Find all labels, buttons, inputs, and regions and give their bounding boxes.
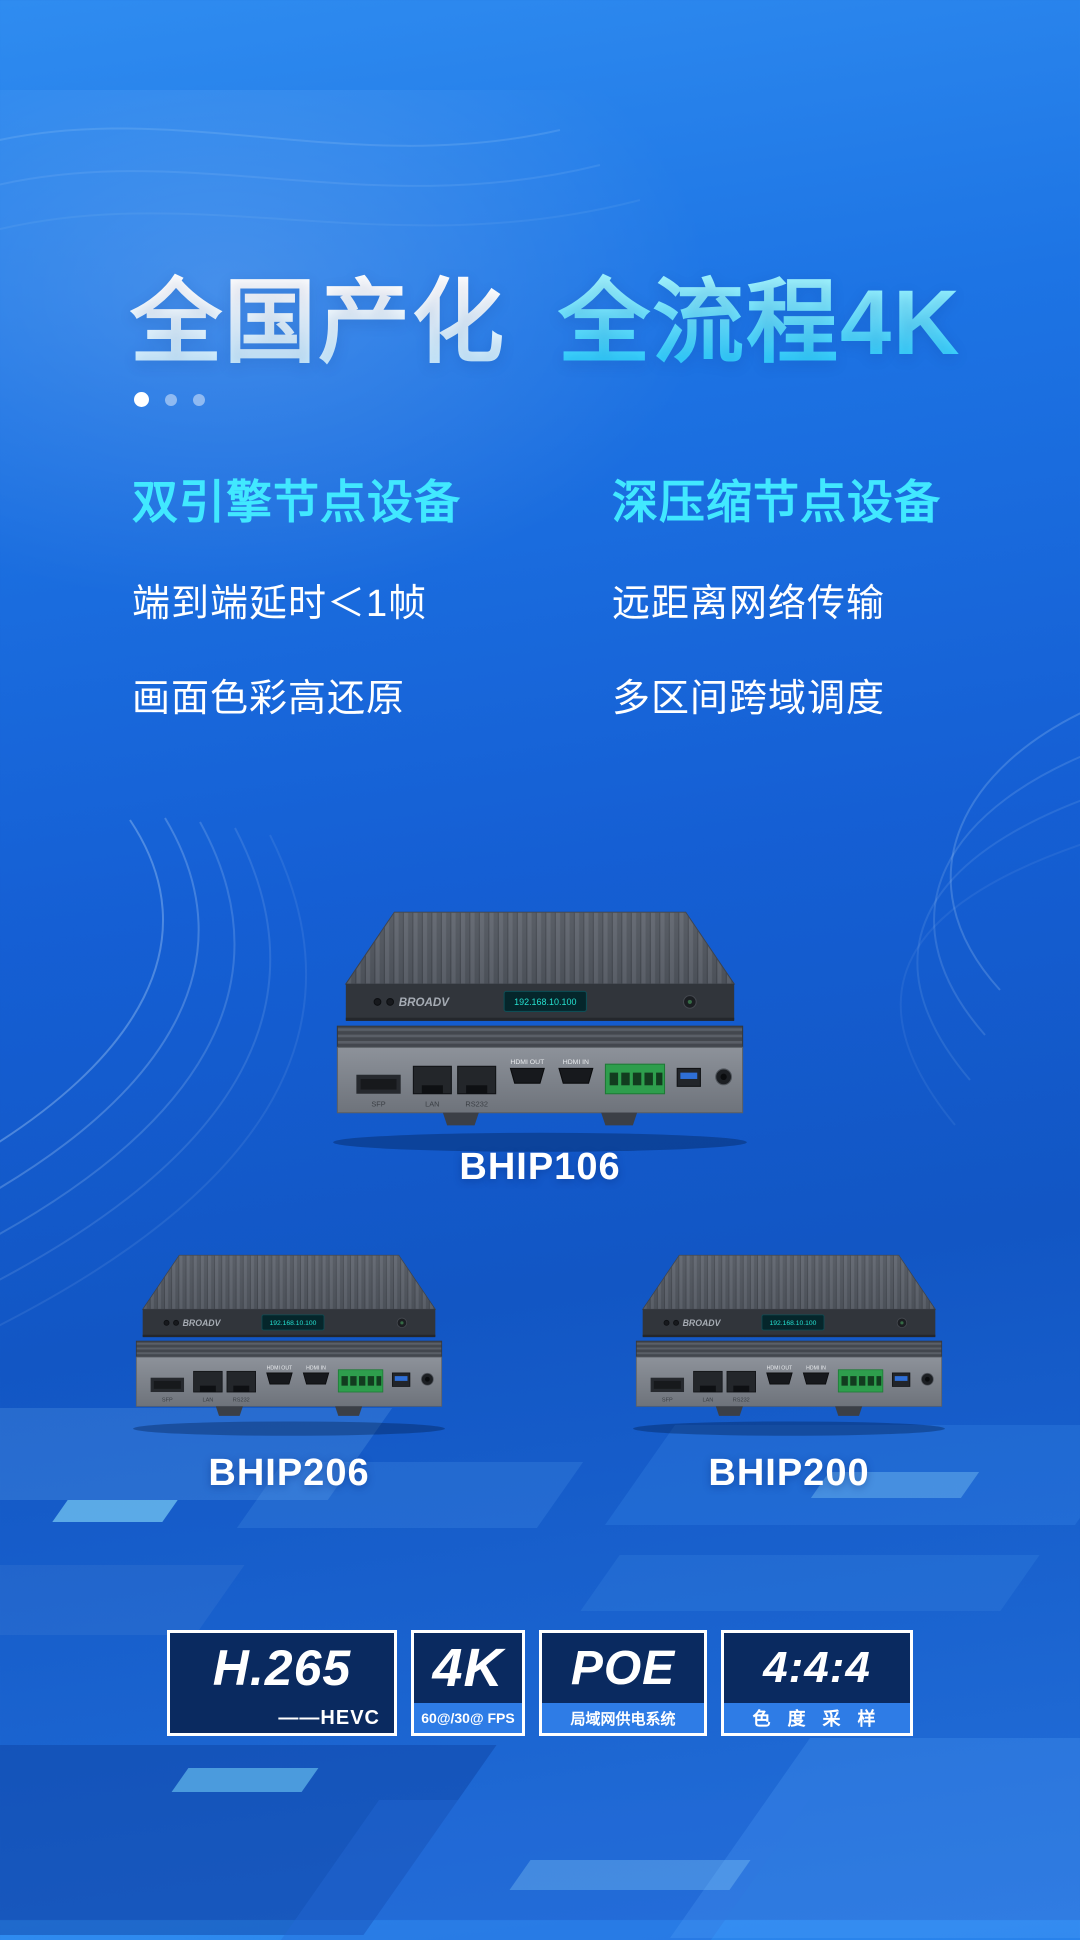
title-part2: 全流程4K: [558, 272, 962, 374]
product-name-bhip106: BHIP106: [459, 1146, 621, 1188]
badge-4k-sub: 60@/30@ FPS: [414, 1703, 522, 1733]
badge-444-main: 4:4:4: [763, 1643, 871, 1692]
bg-shape: [0, 1565, 245, 1635]
badge-444-sub: 色 度 采 样: [724, 1703, 910, 1733]
badge-poe-sub: 局域网供电系统: [542, 1703, 704, 1733]
feature-line: 画面色彩高还原: [132, 678, 406, 720]
badge-poe-main: POE: [570, 1641, 676, 1695]
product-image-bhip200: [622, 1252, 956, 1439]
badge-h265-sub: ——HEVC: [278, 1706, 380, 1729]
spec-badges: H.265 ——HEVC 4K 60@/30@ FPS POE 局域网供电系统 …: [0, 1630, 1080, 1736]
bg-shape-accent: [52, 1500, 178, 1522]
feature-column-deep-compress: 深压缩节点设备 远距离网络传输 多区间跨域调度: [612, 466, 941, 762]
feature-line: 端到端延时＜1帧: [132, 583, 428, 625]
feature-line: 多区间跨域调度: [612, 678, 886, 720]
page-title: 全国产化全流程4K: [130, 248, 962, 381]
badge-poe: POE 局域网供电系统: [539, 1630, 707, 1736]
feature-column-dual-engine: 双引擎节点设备 端到端延时＜1帧 画面色彩高还原: [132, 466, 461, 762]
title-part1: 全国产化: [130, 272, 507, 374]
feature-heading: 双引擎节点设备: [132, 476, 461, 528]
carousel-dot-3[interactable]: [193, 393, 205, 406]
bg-shape: [509, 1860, 751, 1890]
badge-h265: H.265 ——HEVC: [167, 1630, 397, 1736]
badge-4k: 4K 60@/30@ FPS: [411, 1630, 525, 1736]
badge-h265-main: H.265: [212, 1640, 352, 1696]
feature-heading: 深压缩节点设备: [612, 476, 941, 528]
carousel-dot-1[interactable]: [134, 392, 149, 407]
product-image-bhip206: [122, 1252, 456, 1439]
bg-shape: [580, 1555, 1040, 1611]
badge-444: 4:4:4 色 度 采 样: [721, 1630, 913, 1736]
product-name-bhip200: BHIP200: [708, 1452, 870, 1494]
carousel-dots: [134, 392, 205, 407]
product-name-bhip206: BHIP206: [208, 1452, 370, 1494]
feature-line: 远距离网络传输: [612, 583, 886, 625]
bg-shape-accent: [171, 1768, 319, 1792]
carousel-dot-2[interactable]: [165, 393, 177, 406]
badge-4k-main: 4K: [432, 1638, 504, 1698]
product-image-bhip106: [318, 908, 762, 1156]
title-glow: [0, 90, 780, 650]
